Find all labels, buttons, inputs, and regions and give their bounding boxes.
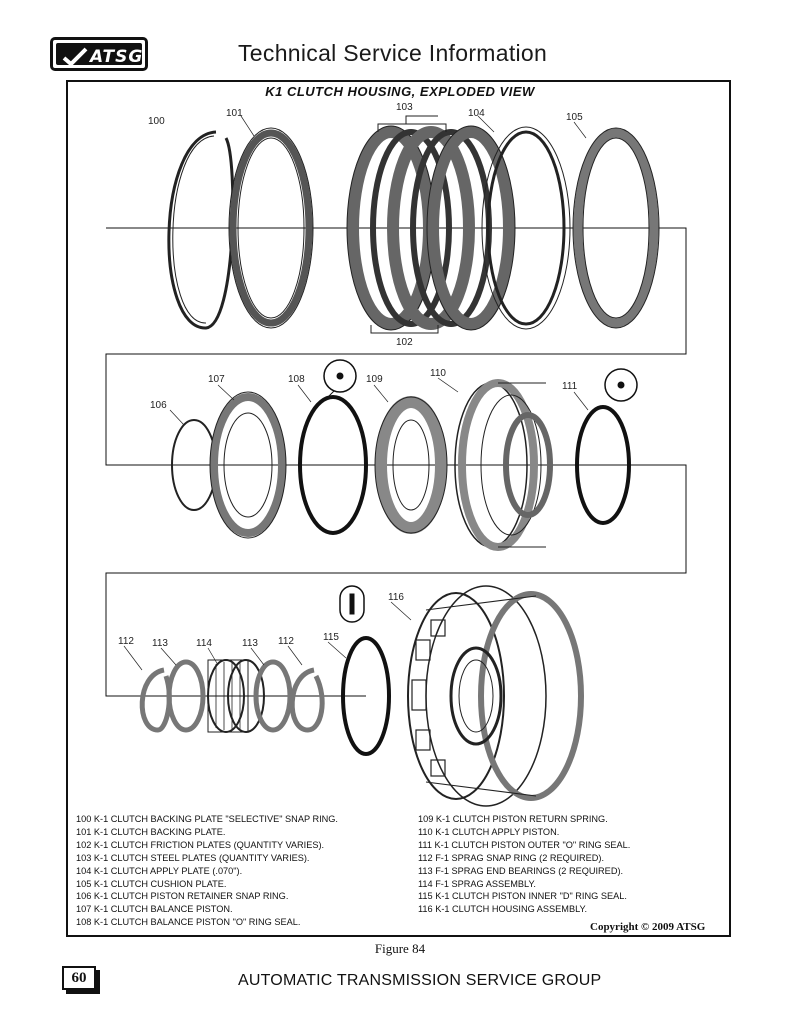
- diagram-title: K1 CLUTCH HOUSING, EXPLODED VIEW: [265, 84, 535, 99]
- part-label-114: 114: [196, 638, 212, 649]
- part-101-backing-plate: [228, 127, 314, 329]
- page-number: 60: [62, 966, 96, 990]
- legend-item: 109 K-1 CLUTCH PISTON RETURN SPRING.: [418, 814, 608, 824]
- part-label-110: 110: [430, 368, 446, 379]
- legend-item: 106 K-1 CLUTCH PISTON RETAINER SNAP RING…: [76, 891, 289, 902]
- part-label-113-left: 113: [152, 638, 168, 649]
- part-111-outer-o-ring: [575, 368, 638, 525]
- part-label-104: 104: [468, 108, 485, 119]
- part-label-102: 102: [396, 337, 413, 348]
- logo-text: ATSG: [90, 47, 144, 67]
- part-115-inner-d-ring-seal: [339, 585, 391, 756]
- logo-background: ATSG: [56, 43, 144, 67]
- legend-item: 101 K-1 CLUTCH BACKING PLATE.: [76, 826, 226, 837]
- part-label-115: 115: [323, 632, 339, 643]
- footer-text: AUTOMATIC TRANSMISSION SERVICE GROUP: [238, 972, 602, 989]
- diagram-frame: [66, 80, 731, 937]
- figure-caption: Figure 84: [374, 941, 426, 956]
- legend-item: 110 K-1 CLUTCH APPLY PISTON.: [418, 826, 560, 837]
- part-113-end-bearing-left: [166, 659, 206, 733]
- part-label-112-right: 112: [278, 636, 294, 647]
- legend-left-column: 100 K-1 CLUTCH BACKING PLATE "SELECTIVE"…: [76, 813, 338, 929]
- legend-item: 114 F-1 SPRAG ASSEMBLY.: [418, 878, 536, 889]
- part-105-cushion-plate: [572, 127, 660, 329]
- legend-right-column: 109 K-1 CLUTCH PISTON RETURN SPRING. 110…: [418, 813, 630, 916]
- part-label-109: 109: [366, 374, 383, 385]
- copyright-notice: Copyright © 2009 ATSG: [590, 921, 706, 933]
- legend-item: 108 K-1 CLUTCH BALANCE PISTON "O" RING S…: [76, 917, 301, 928]
- part-label-100: 100: [148, 116, 165, 127]
- legend-item: 100 K-1 CLUTCH BACKING PLATE "SELECTIVE"…: [76, 814, 338, 824]
- part-label-108: 108: [288, 374, 305, 385]
- legend-item: 113 F-1 SPRAG END BEARINGS (2 REQUIRED).: [418, 865, 624, 876]
- part-label-116: 116: [388, 592, 404, 603]
- part-label-112-left: 112: [118, 636, 134, 647]
- part-112-sprag-snap-ring-right: [289, 667, 325, 733]
- legend-item: 107 K-1 CLUTCH BALANCE PISTON.: [76, 904, 233, 915]
- part-label-111: 111: [562, 381, 578, 392]
- part-label-103: 103: [396, 102, 413, 113]
- part-113-end-bearing-right: [253, 659, 293, 733]
- part-label-105: 105: [566, 112, 583, 123]
- legend-item: 105 K-1 CLUTCH CUSHION PLATE.: [76, 878, 227, 889]
- exploded-view-diagram: 100 101 103 104 105 102 107 108 109 110 …: [105, 102, 687, 807]
- legend-item: 112 F-1 SPRAG SNAP RING (2 REQUIRED).: [418, 852, 605, 863]
- part-label-107: 107: [208, 374, 225, 385]
- atsg-logo: ATSG: [50, 37, 148, 71]
- part-label-113-right: 113: [242, 638, 258, 649]
- part-label-106: 106: [150, 400, 167, 411]
- legend-item: 103 K-1 CLUTCH STEEL PLATES (QUANTITY VA…: [76, 852, 310, 863]
- legend-item: 102 K-1 CLUTCH FRICTION PLATES (QUANTITY…: [76, 839, 325, 850]
- part-100-snap-ring: [167, 130, 235, 330]
- legend-item: 104 K-1 CLUTCH APPLY PLATE (.070").: [76, 865, 243, 876]
- part-109-return-spring: [374, 396, 448, 534]
- legend-item: 115 K-1 CLUTCH PISTON INNER "D" RING SEA…: [418, 891, 627, 902]
- part-107-balance-piston: [209, 391, 287, 539]
- part-116-housing-assembly: [407, 585, 584, 807]
- leader-lines: [123, 115, 589, 671]
- centerline-connector: [105, 227, 687, 697]
- part-114-sprag-assembly: [207, 659, 265, 733]
- part-110-apply-piston: [454, 379, 553, 551]
- part-112-sprag-snap-ring-left: [139, 667, 172, 733]
- checkmark-icon: [62, 47, 88, 67]
- legend-item: 111 K-1 CLUTCH PISTON OUTER "O" RING SEA…: [418, 839, 631, 850]
- part-108-o-ring-seal: [298, 359, 368, 535]
- legend-item: 116 K-1 CLUTCH HOUSING ASSEMBLY.: [418, 904, 588, 915]
- part-104-apply-plate: [481, 126, 571, 330]
- part-label-101: 101: [226, 108, 243, 119]
- part-102-103-clutch-pack: [346, 115, 516, 334]
- page-title: Technical Service Information: [238, 40, 548, 66]
